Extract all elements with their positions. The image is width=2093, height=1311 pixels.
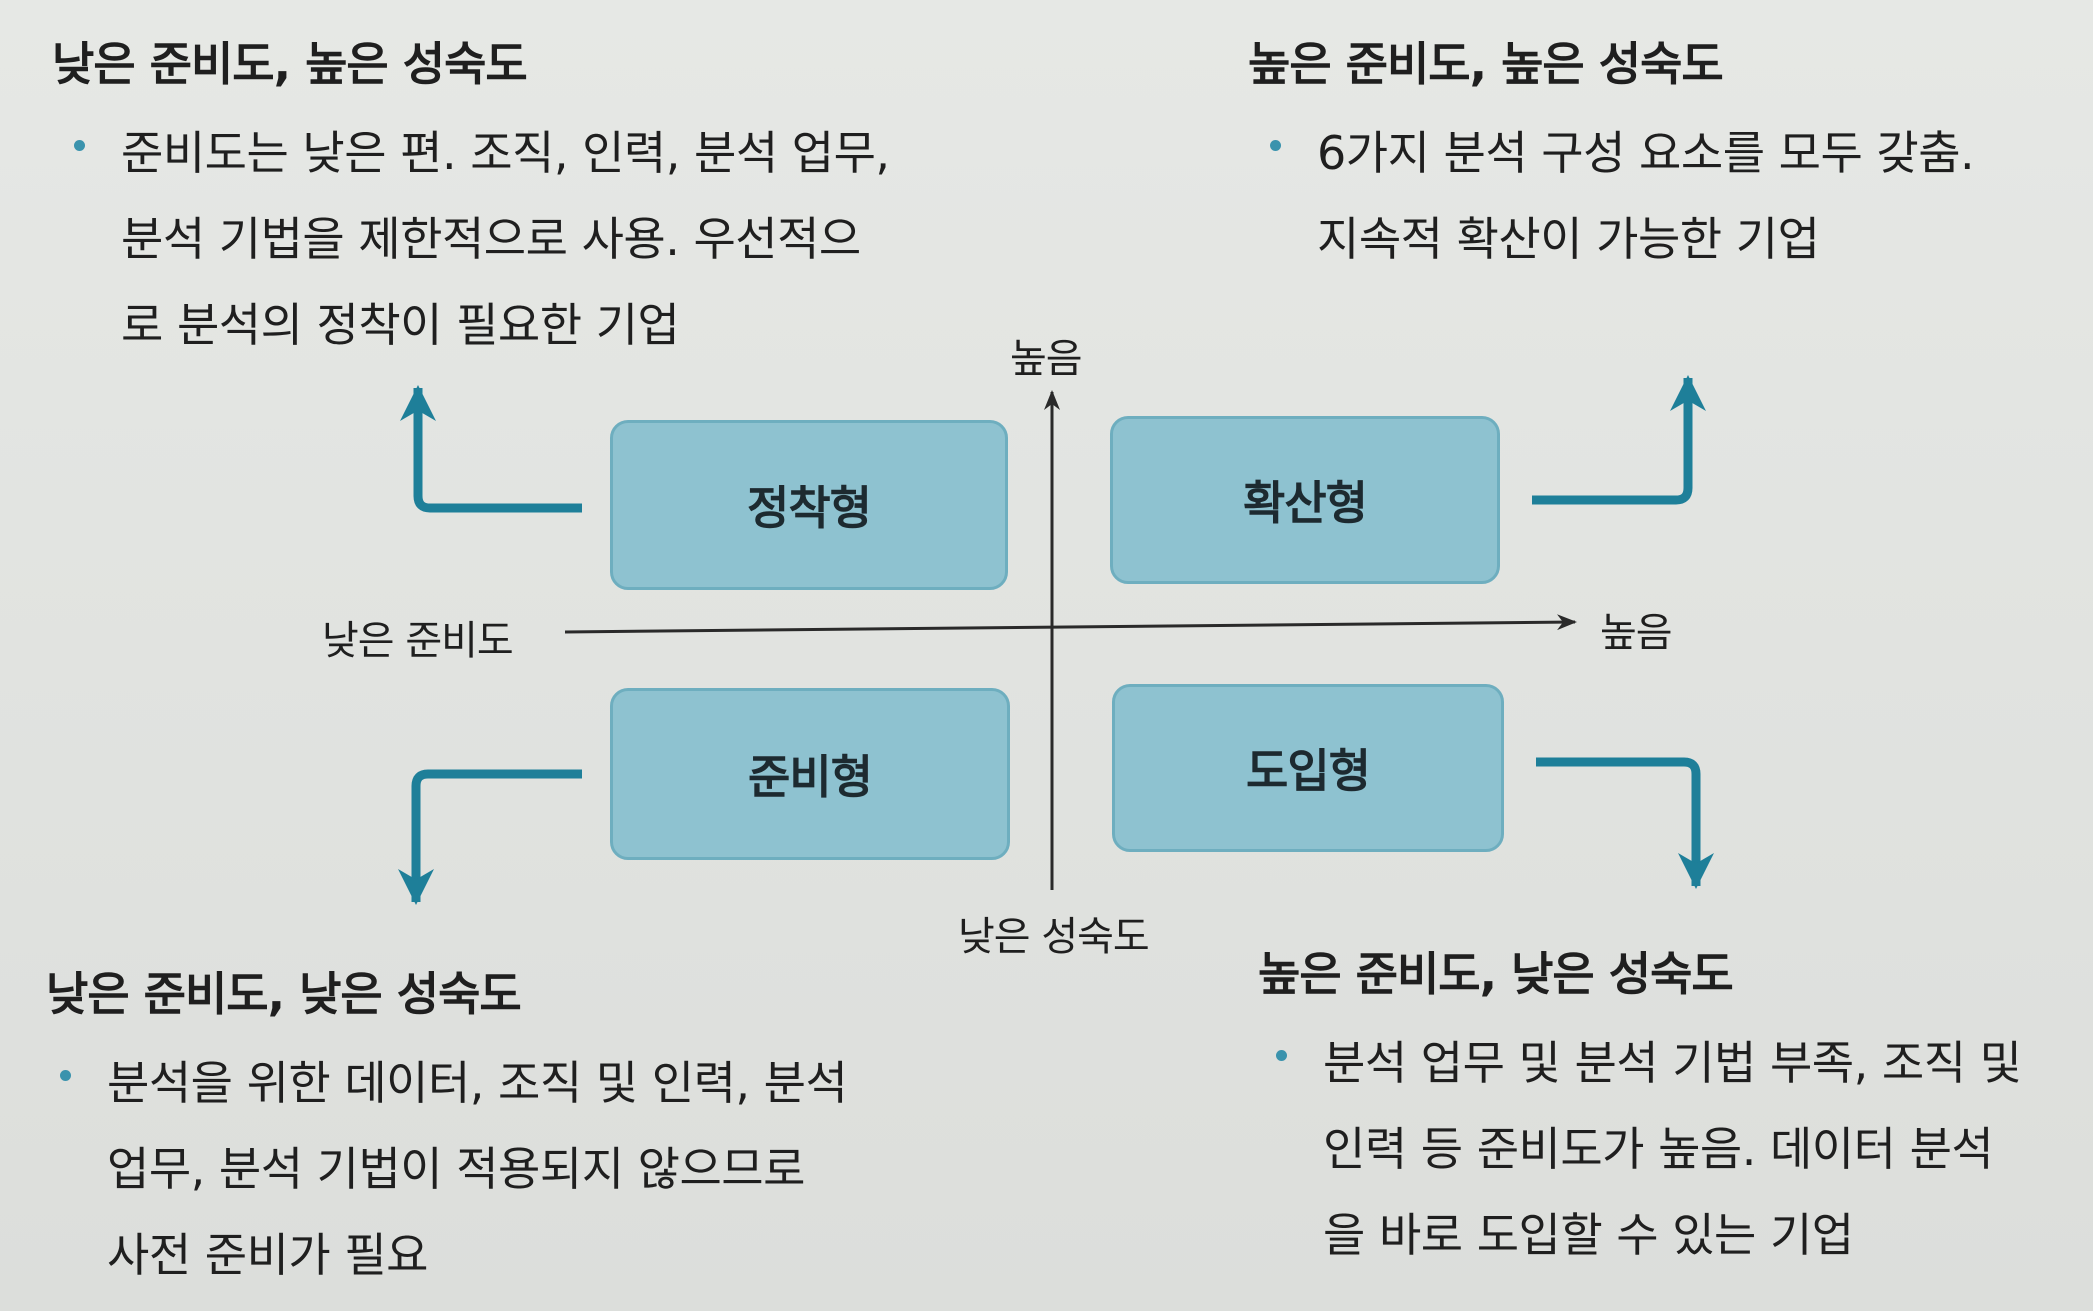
bottom-right-line-1: 분석 업무 및 분석 기법 부족, 조직 및 (1323, 1036, 2022, 1090)
arrow-down-left (398, 769, 582, 905)
quadrant-label-introduction: 도입형 (1246, 744, 1371, 798)
quadrant-box-introduction: 도입형 (1112, 684, 1504, 852)
quadrant-label-expansion: 확산형 (1243, 476, 1368, 530)
quadrant-box-expansion: 확산형 (1110, 416, 1500, 584)
bottom-right-line-2: 인력 등 준비도가 높음. 데이터 분석 (1323, 1122, 1994, 1176)
bottom-left-line-3: 사전 준비가 필요 (107, 1228, 428, 1282)
bottom-right-title: 높은 준비도, 낮은 성숙도 (1258, 947, 1734, 1001)
bottom-left-title: 낮은 준비도, 낮은 성숙도 (46, 967, 522, 1021)
top-left-bullet: 준비도는 낮은 편. 조직, 인력, 분석 업무, 분석 기법을 제한적으로 사… (74, 110, 972, 368)
quadrant-box-settlement: 정착형 (610, 420, 1008, 590)
bullet-dot-icon (1276, 1050, 1287, 1061)
top-right-description: 높은 준비도, 높은 성숙도 6가지 분석 구성 요소를 모두 갖춤. 지속적 … (1248, 28, 2068, 282)
quadrant-box-preparation: 준비형 (610, 688, 1010, 860)
quadrant-label-settlement: 정착형 (747, 481, 872, 535)
top-right-line-1: 6가지 분석 구성 요소를 모두 갖춤. (1317, 126, 1975, 180)
bottom-left-description: 낮은 준비도, 낮은 성숙도 분석을 위한 데이터, 조직 및 인력, 분석 업… (46, 958, 966, 1298)
arrow-up-right (1532, 375, 1706, 505)
x-axis-left-label: 낮은 준비도 (322, 618, 514, 664)
arrow-down-right (1536, 757, 1714, 889)
y-axis-bottom-label: 낮은 성숙도 (958, 914, 1150, 960)
bottom-right-description: 높은 준비도, 낮은 성숙도 분석 업무 및 분석 기법 부족, 조직 및 인력… (1258, 938, 2078, 1278)
x-axis-right-label: 높음 (1600, 610, 1673, 656)
bullet-dot-icon (60, 1070, 71, 1081)
arrow-up-left (400, 385, 582, 513)
bottom-right-bullet: 분석 업무 및 분석 기법 부족, 조직 및 인력 등 준비도가 높음. 데이터… (1276, 1020, 2078, 1278)
bullet-dot-icon (1270, 140, 1281, 151)
x-axis (564, 614, 1577, 634)
quadrant-label-preparation: 준비형 (748, 750, 873, 804)
bottom-left-bullet: 분석을 위한 데이터, 조직 및 인력, 분석 업무, 분석 기법이 적용되지 … (60, 1040, 966, 1298)
top-right-bullet: 6가지 분석 구성 요소를 모두 갖춤. 지속적 확산이 가능한 기업 (1270, 110, 2068, 282)
top-left-line-2: 분석 기법을 제한적으로 사용. 우선적으 (121, 212, 861, 266)
top-left-title: 낮은 준비도, 높은 성숙도 (52, 37, 528, 91)
top-left-line-1: 준비도는 낮은 편. 조직, 인력, 분석 업무, (121, 126, 890, 180)
y-axis-top-label: 높음 (1010, 336, 1083, 382)
bottom-left-line-2: 업무, 분석 기법이 적용되지 않으므로 (107, 1142, 805, 1196)
top-left-description: 낮은 준비도, 높은 성숙도 준비도는 낮은 편. 조직, 인력, 분석 업무,… (52, 28, 972, 368)
top-right-line-2: 지속적 확산이 가능한 기업 (1317, 212, 1820, 266)
top-right-title: 높은 준비도, 높은 성숙도 (1248, 37, 1724, 91)
bottom-right-line-3: 을 바로 도입할 수 있는 기업 (1323, 1208, 1854, 1262)
top-left-line-3: 로 분석의 정착이 필요한 기업 (121, 298, 680, 352)
bullet-dot-icon (74, 140, 85, 151)
bottom-left-line-1: 분석을 위한 데이터, 조직 및 인력, 분석 (107, 1056, 848, 1110)
